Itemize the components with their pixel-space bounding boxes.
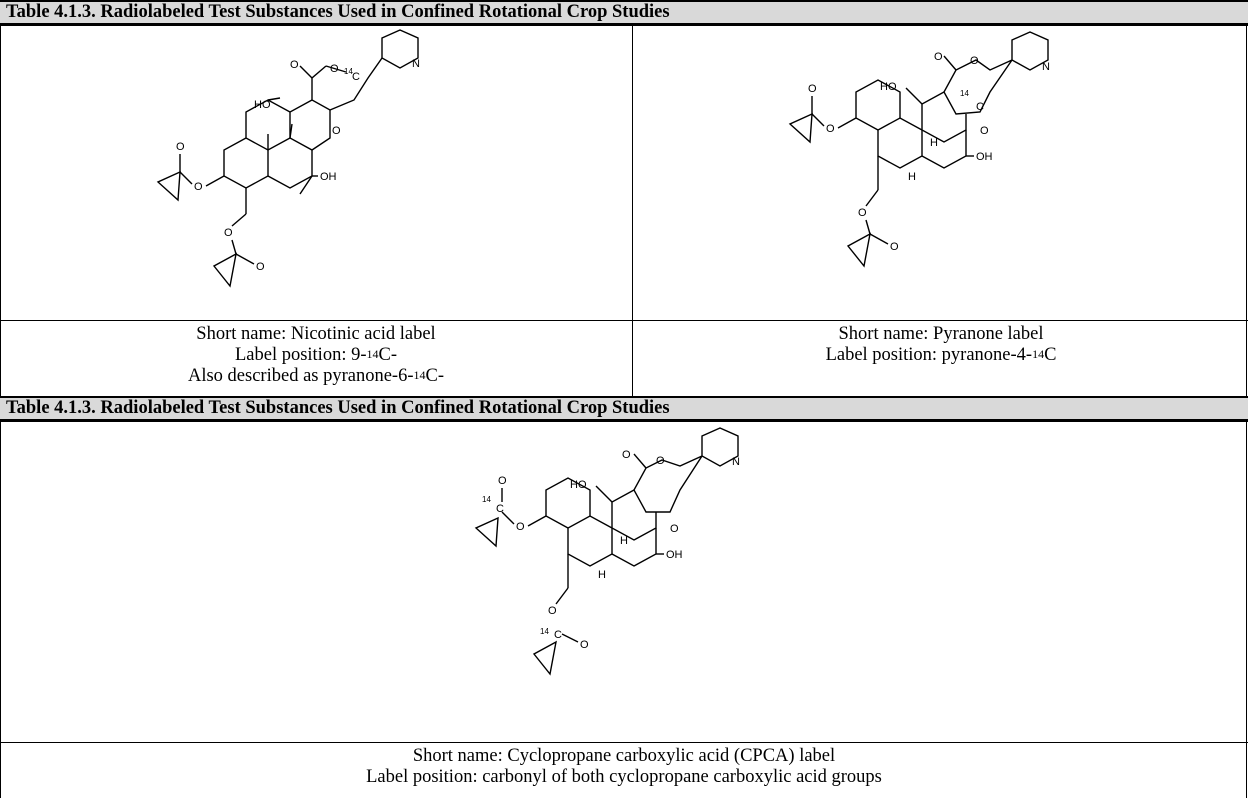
hydroxyl-label-top: HO: [254, 99, 271, 111]
ester-oxygen-label: O: [516, 521, 525, 533]
isotope-14-label-2: 14: [540, 627, 549, 636]
table-border-left-2: [0, 422, 1, 798]
carbonyl-oxygen-label: O: [290, 59, 299, 71]
caption-cpca: Short name: Cyclopropane carboxylic acid…: [0, 746, 1248, 788]
carbon-label-2: C: [554, 629, 562, 641]
ester-oxygen-label: O: [194, 181, 203, 193]
hydroxyl-label: OH: [320, 171, 337, 183]
label-position-text: Label position: carbonyl of both cyclopr…: [366, 767, 882, 787]
structure-cpca-label: N O O O OH HO H H O 14 C O O 14 C O: [474, 427, 740, 676]
ester-carbonyl-oxygen: O: [498, 475, 507, 487]
hydroxyl-label-top: HO: [570, 479, 587, 491]
table-column-divider: [632, 26, 633, 396]
ring-oxygen-label: O: [656, 455, 665, 467]
lower-ester-oxygen: O: [548, 605, 557, 617]
table-title: Table 4.1.3. Radiolabeled Test Substance…: [6, 2, 670, 22]
steroid-rings: [921, 91, 967, 143]
lower-carbonyl-oxygen: O: [256, 261, 265, 273]
pyranone-ring: [311, 57, 383, 111]
lower-carbonyl-oxygen: O: [890, 241, 899, 253]
table-header-1: Table 4.1.3. Radiolabeled Test Substance…: [0, 0, 1248, 26]
cyclopropane-ring-1: [474, 516, 499, 548]
ring-oxygen-label: O: [970, 55, 979, 67]
nitrogen-atom-label: N: [412, 58, 420, 70]
table-header-2: Table 4.1.3. Radiolabeled Test Substance…: [0, 396, 1248, 422]
short-name-text: Short name: Cyclopropane carboxylic acid…: [412, 746, 836, 766]
isotope-14-label-1: 14: [482, 495, 491, 504]
lower-ester-oxygen: O: [858, 207, 867, 219]
isotope-14-label: 14: [960, 89, 969, 98]
ester-carbonyl-oxygen: O: [808, 83, 817, 95]
hydrogen-label-1: H: [620, 535, 628, 547]
carbon-label: C: [352, 71, 360, 83]
nitrogen-atom-label: N: [1042, 61, 1050, 73]
steroid-rings: [289, 99, 331, 151]
pyran-oxygen-label: O: [332, 125, 341, 137]
label-position-text: Label position: 9-14C-: [234, 345, 398, 365]
hydrogen-label-2: H: [908, 171, 916, 183]
table-row-divider: [0, 320, 1248, 321]
table-row-divider-2: [0, 742, 1248, 743]
carbon-label: C: [976, 101, 984, 113]
short-name-text: Short name: Nicotinic acid label: [196, 324, 436, 344]
cyclopropane-ring-1: [788, 112, 813, 144]
hydrogen-label-2: H: [598, 569, 606, 581]
carbonyl-oxygen-label: O: [622, 449, 631, 461]
table-border-right: [1246, 26, 1247, 396]
nitrogen-atom-label: N: [732, 456, 740, 468]
lower-carbonyl-oxygen: O: [580, 639, 589, 651]
cyclopropane-ring-2: [212, 252, 237, 288]
structure-nicotinic-acid-label: N O 14 C O OH O HO O O O O: [156, 29, 420, 288]
hydroxyl-label: OH: [976, 151, 993, 163]
short-name-text: Short name: Pyranone label: [838, 324, 1044, 344]
pyranone-ring: [633, 455, 703, 513]
carbon-label-1: C: [496, 503, 504, 515]
hydrogen-label-1: H: [930, 137, 938, 149]
also-described-text: Also described as pyranone-6-14C-: [187, 366, 445, 386]
table-border-left: [0, 26, 1, 396]
cyclopropane-ring-2: [846, 232, 871, 268]
carbonyl-oxygen-label: O: [934, 51, 943, 63]
ring-oxygen-label: O: [330, 63, 339, 75]
hydroxyl-label: OH: [666, 549, 683, 561]
label-position-text: Label position: pyranone-4-14C: [825, 345, 1057, 365]
pyran-oxygen-label: O: [980, 125, 989, 137]
cyclopropane-ring-2: [532, 640, 557, 676]
isotope-14-label: 14: [344, 67, 353, 76]
ester-carbonyl-oxygen: O: [176, 141, 185, 153]
table-title-repeat: Table 4.1.3. Radiolabeled Test Substance…: [6, 398, 670, 418]
lower-ester-oxygen: O: [224, 227, 233, 239]
cyclopropane-ring-1: [156, 170, 181, 202]
pyran-oxygen-label: O: [670, 523, 679, 535]
caption-nicotinic-acid: Short name: Nicotinic acid label Label p…: [0, 324, 632, 387]
structure-pyranone-label: N O O 14 C O OH HO H H O O O O: [788, 31, 1050, 268]
caption-pyranone: Short name: Pyranone label Label positio…: [634, 324, 1248, 366]
hydroxyl-label-top: HO: [880, 81, 897, 93]
ester-oxygen-label: O: [826, 123, 835, 135]
steroid-rings: [611, 489, 657, 541]
table-border-right-2: [1246, 422, 1247, 798]
